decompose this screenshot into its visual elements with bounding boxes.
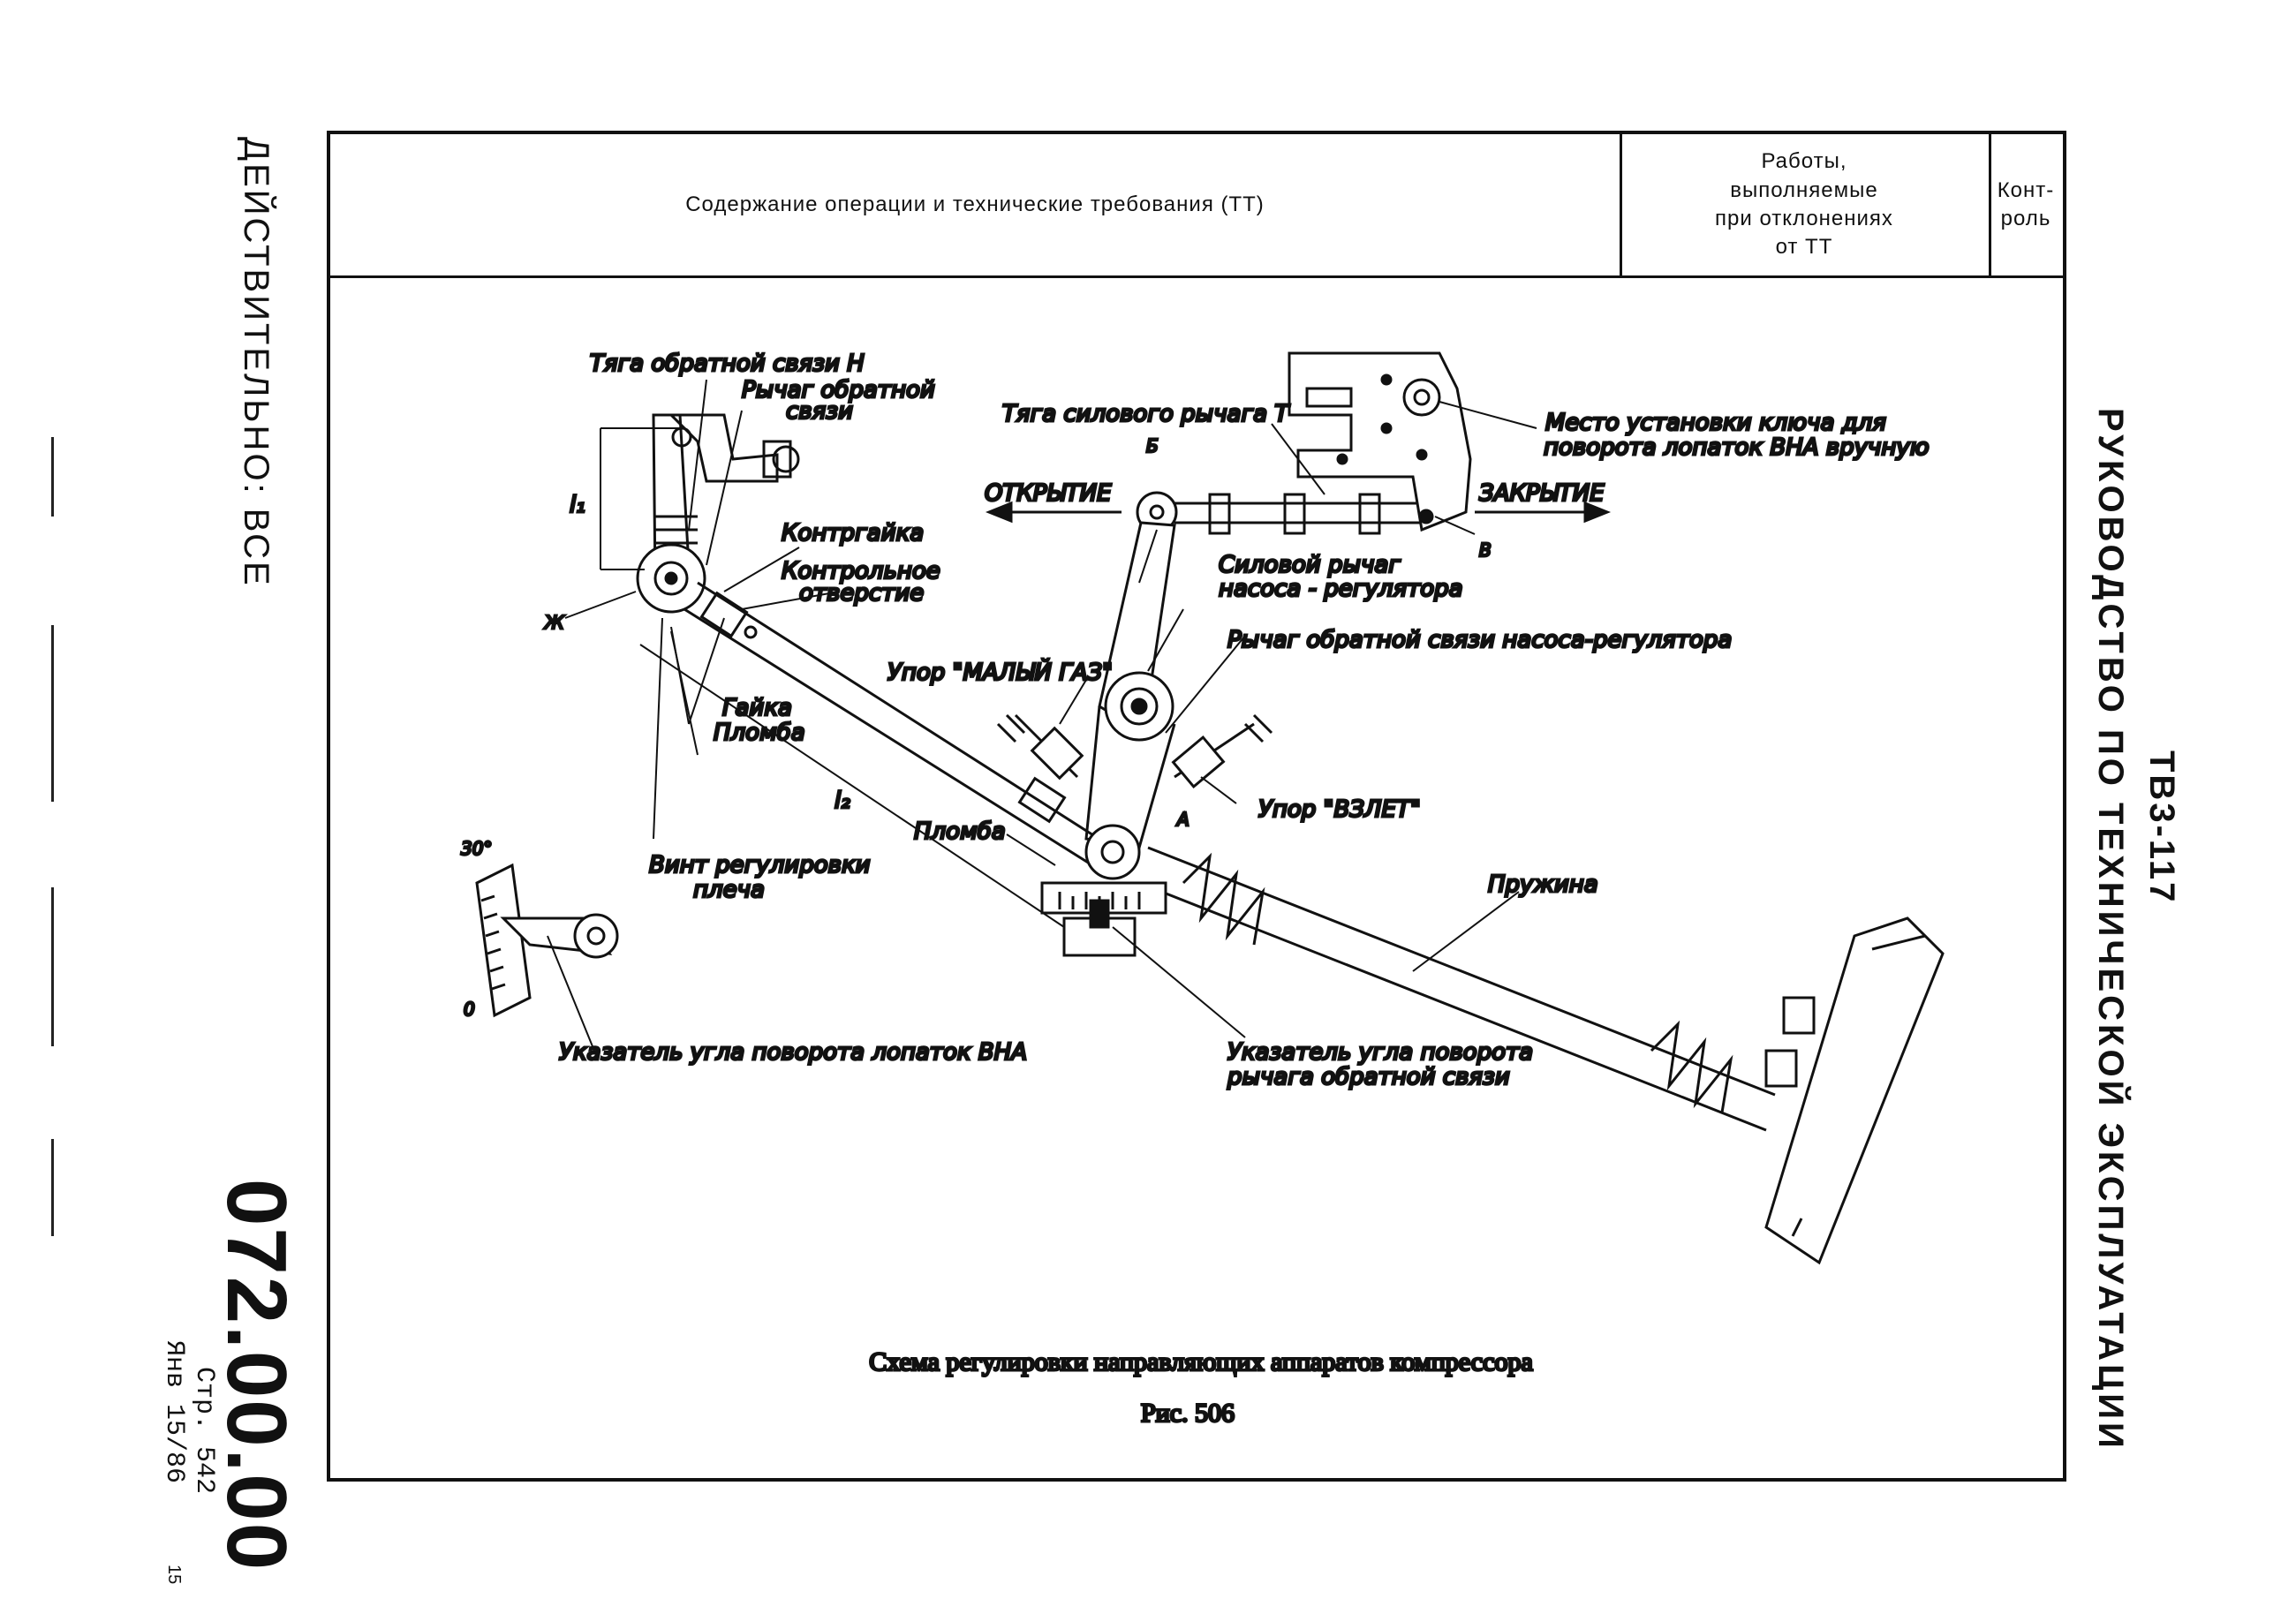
label-key-place-2: поворота лопаток ВНА вручную <box>1544 434 1930 461</box>
label-feedback-lever-2: связи <box>786 398 853 425</box>
label-power-lever-rod: Тяга силового рычага Т <box>1002 401 1290 427</box>
label-point-b: Б <box>1146 435 1159 456</box>
label-l1: l₁ <box>570 492 585 518</box>
label-point-a: А <box>1175 809 1190 830</box>
arrow-opening <box>985 501 1122 524</box>
feedback-rod <box>684 581 1114 871</box>
label-scale-top: 30° <box>461 838 492 859</box>
figure-number: Рис. 506 <box>1141 1399 1235 1428</box>
label-control-hole-1: Контрольное <box>782 558 940 585</box>
label-pump-feedback-lever: Рычаг обратной связи насоса-регулятора <box>1227 627 1732 653</box>
header-deviation-works: Работы, выполняемые при отклонениях от Т… <box>1620 134 1991 275</box>
idle-stop <box>996 713 1084 781</box>
label-locknut: Контргайка <box>782 520 924 547</box>
label-point-zh: Ж <box>543 612 565 633</box>
arrow-closing <box>1475 501 1612 524</box>
lever-angle-indicator <box>1040 881 1167 957</box>
key-bracket <box>1288 351 1472 532</box>
label-opening: ОТКРЫТИЕ <box>985 480 1112 507</box>
margin-mark <box>51 437 54 517</box>
label-vna-indicator: Указатель угла поворота лопаток ВНА <box>559 1039 1027 1066</box>
dimension-l1 <box>600 427 680 570</box>
page-frame: Содержание операции и технические требов… <box>327 131 2066 1482</box>
label-point-v: В <box>1479 539 1492 561</box>
table-header: Содержание операции и технические требов… <box>330 134 2063 278</box>
label-power-lever-2: насоса - регулятора <box>1219 576 1463 602</box>
label-key-place-1: Место установки ключа для <box>1545 410 1886 436</box>
spring-assembly <box>1138 846 1776 1132</box>
label-spring: Пружина <box>1488 871 1598 898</box>
vna-angle-scale <box>475 863 619 1018</box>
pivot-zh <box>636 543 706 614</box>
feedback-lever <box>652 413 800 585</box>
label-lever-indicator-1: Указатель угла поворота <box>1227 1039 1533 1066</box>
label-l2: l₂ <box>835 788 850 814</box>
figure-caption: Схема регулировки направляющих аппаратов… <box>869 1347 1533 1376</box>
power-lever-rod <box>1136 491 1431 535</box>
label-control-hole-2: отверстие <box>799 580 924 607</box>
label-lever-indicator-2: рычага обратной связи <box>1227 1064 1510 1090</box>
label-arm-screw-1: Винт регулировки <box>649 852 871 879</box>
label-takeoff-stop: Упор "ВЗЛЕТ" <box>1258 796 1421 823</box>
label-power-lever-1: Силовой рычаг <box>1219 552 1401 578</box>
label-nut: Гайка <box>722 695 792 721</box>
margin-mark <box>51 625 54 802</box>
label-feedback-lever-1: Рычаг обратной <box>742 377 935 404</box>
label-idle-stop: Упор "МАЛЫЙ ГАЗ" <box>887 658 1113 686</box>
dimension-l2 <box>639 644 1065 928</box>
margin-mark <box>51 1139 54 1236</box>
label-seal-2: Пломба <box>914 818 1006 845</box>
label-feedback-rod: Тяга обратной связи Н <box>590 351 865 377</box>
power-lever <box>1084 521 1176 880</box>
header-operation-content: Содержание операции и технические требов… <box>330 134 1622 275</box>
margin-mark <box>51 887 54 1046</box>
label-arm-screw-2: плеча <box>693 877 765 903</box>
header-control: Конт- роль <box>1997 177 2055 230</box>
label-closing: ЗАКРЫТИЕ <box>1479 480 1605 507</box>
takeoff-stop <box>1171 713 1273 789</box>
leader-lines <box>547 379 1537 1056</box>
label-seal: Пломба <box>714 720 805 746</box>
mount-rail <box>1764 916 1945 1265</box>
label-scale-bottom: 0 <box>464 999 475 1020</box>
